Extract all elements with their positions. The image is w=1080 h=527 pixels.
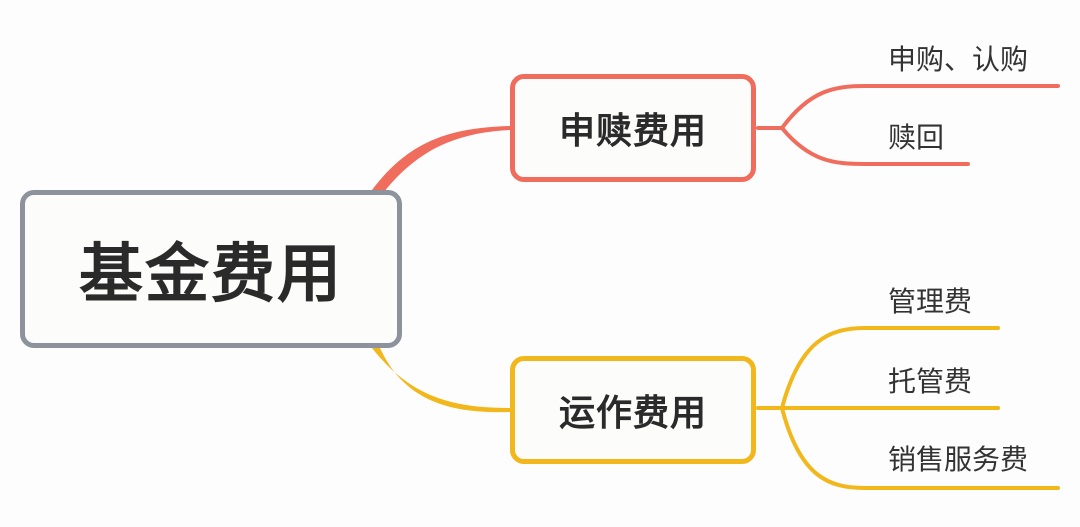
- leaf-management-fee[interactable]: 管理费: [888, 285, 973, 318]
- branch-node-subscription-redemption-fees[interactable]: 申赎费用: [510, 74, 756, 182]
- leaf-sales-service-fee[interactable]: 销售服务费: [888, 443, 1029, 476]
- root-node[interactable]: 基金费用: [20, 190, 402, 348]
- branch-node-label: 运作费用: [558, 393, 707, 434]
- leaf-subscribe[interactable]: 申购、认购: [888, 43, 1029, 76]
- root-node-label: 基金费用: [79, 238, 343, 312]
- link-leaf-management-fee: [780, 326, 1000, 410]
- link-leaf-redeem: [780, 126, 970, 166]
- link-root-to-branch-2: [372, 348, 510, 413]
- link-leaf-subscribe: [780, 84, 1060, 130]
- link-leaf-sales-service-fee: [780, 406, 1060, 490]
- leaf-custody-fee[interactable]: 托管费: [888, 365, 973, 398]
- leaf-redeem[interactable]: 赎回: [888, 121, 945, 154]
- branch-node-label: 申赎费用: [558, 111, 707, 152]
- branch-node-operating-fees[interactable]: 运作费用: [510, 356, 756, 464]
- link-root-to-branch-1: [372, 126, 510, 192]
